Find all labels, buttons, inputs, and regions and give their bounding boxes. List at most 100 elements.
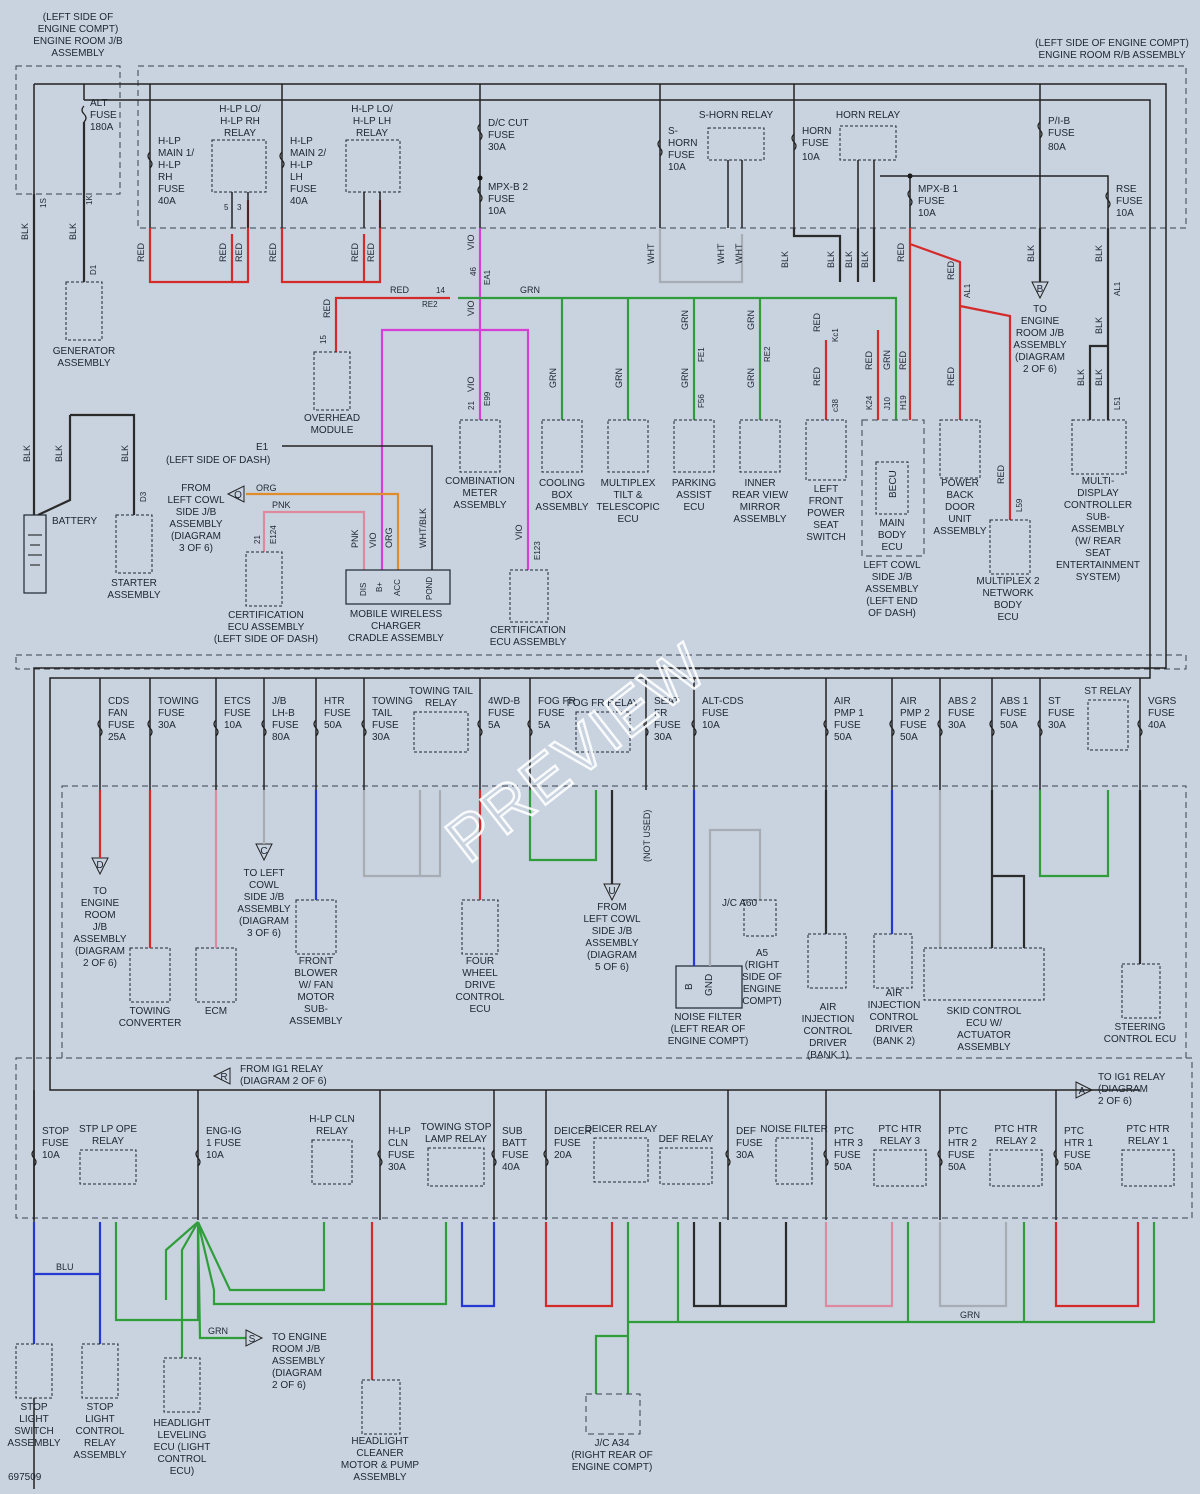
svg-text:GND: GND (704, 974, 715, 996)
svg-text:3 OF 6): 3 OF 6) (179, 543, 213, 554)
svg-text:5: 5 (224, 203, 229, 212)
svg-text:SEAT: SEAT (1085, 548, 1110, 559)
svg-text:FUSE: FUSE (488, 194, 515, 205)
svg-text:METER: METER (463, 488, 498, 499)
svg-text:FUSE: FUSE (290, 184, 317, 195)
svg-text:TO: TO (93, 886, 107, 897)
fuse-label: FUSE (654, 720, 681, 731)
fuse-label: FR (654, 708, 667, 719)
fuse-label: 50A (324, 720, 342, 731)
svg-text:E124: E124 (269, 525, 278, 544)
svg-text:H19: H19 (899, 395, 908, 410)
svg-text:ECM: ECM (205, 1006, 227, 1017)
svg-text:ASSEMBLY: ASSEMBLY (1013, 340, 1066, 351)
fuse-label: TOWING (372, 696, 413, 707)
fuse-label: TOWING (158, 696, 199, 707)
mid-row-fuses: CDSFANFUSE25ATOWINGFUSE30AETCSFUSE10AJ/B… (97, 678, 1177, 790)
fuse-label: VGRS (1148, 696, 1177, 707)
relay-box (659, 1147, 713, 1185)
fuse-label: 40A (502, 1162, 520, 1173)
svg-text:RED: RED (896, 242, 906, 262)
preview-watermark: PREVIEW (432, 629, 720, 876)
relay-label: NOISE FILTER (760, 1124, 828, 1135)
relay-label: ST RELAY (1084, 686, 1132, 697)
svg-text:J10: J10 (883, 397, 892, 410)
svg-text:ENGINE COMPT): ENGINE COMPT) (572, 1462, 653, 1473)
svg-text:BLK: BLK (1094, 369, 1104, 386)
svg-text:W/ FAN: W/ FAN (299, 980, 333, 991)
fuse-label: FUSE (108, 720, 135, 731)
relay-label: FOG FR RELAY (567, 698, 640, 709)
generator-label-1: GENERATOR (53, 346, 115, 357)
svg-text:ASSEMBLY: ASSEMBLY (169, 519, 222, 530)
svg-text:RED: RED (322, 298, 332, 318)
svg-text:RED: RED (898, 350, 908, 370)
svg-text:LEFT: LEFT (814, 484, 838, 495)
svg-text:RED: RED (390, 285, 410, 295)
fuse-label: HTR 1 (1064, 1138, 1093, 1149)
svg-text:A: A (1079, 1086, 1086, 1097)
erjb-left-title-2: ENGINE COMPT) (38, 24, 119, 35)
fuse-label: 30A (948, 720, 966, 731)
svg-text:AIR: AIR (820, 1002, 837, 1013)
fuse-label: AIR (900, 696, 917, 707)
fuse-label: 5A (538, 720, 551, 731)
svg-text:LEFT COWL: LEFT COWL (863, 560, 920, 571)
towing-converter (129, 947, 171, 1003)
svg-text:21: 21 (467, 401, 476, 410)
battery (23, 514, 47, 594)
s-horn-fuse: S- HORN FUSE 10A (657, 84, 697, 228)
svg-text:TO: TO (1033, 304, 1047, 315)
svg-text:(NOT USED): (NOT USED) (642, 810, 652, 862)
svg-text:COMPT): COMPT) (742, 996, 781, 1007)
relay-label: PTC HTR (994, 1124, 1037, 1135)
svg-text:2 OF 6): 2 OF 6) (1023, 364, 1057, 375)
fuse-label: FUSE (158, 708, 185, 719)
svg-text:DRIVER: DRIVER (875, 1024, 913, 1035)
multi-display-controller (1071, 419, 1127, 475)
svg-text:D1: D1 (89, 264, 98, 275)
svg-text:MPX-B 1: MPX-B 1 (918, 184, 958, 195)
relay-label: DEF RELAY (659, 1134, 714, 1145)
svg-text:ASSIST: ASSIST (676, 490, 712, 501)
fuse-label: FUSE (224, 708, 251, 719)
svg-text:ECU: ECU (997, 612, 1018, 623)
svg-text:STOP: STOP (86, 1402, 113, 1413)
relay-label: LAMP RELAY (425, 1134, 487, 1145)
svg-text:3: 3 (237, 203, 242, 212)
svg-text:FUSE: FUSE (488, 130, 515, 141)
fuse-label: ALT-CDS (702, 696, 744, 707)
relay-box (575, 711, 631, 753)
svg-text:RED: RED (218, 242, 228, 262)
fuse-label: 5A (488, 720, 501, 731)
svg-text:BACK: BACK (946, 490, 974, 501)
svg-text:TO LEFT: TO LEFT (244, 868, 285, 879)
fuse-label: STOP (42, 1126, 69, 1137)
svg-text:MAIN 1/: MAIN 1/ (158, 148, 194, 159)
relay-box (413, 711, 469, 753)
fuse-label: 10A (224, 720, 242, 731)
svg-text:15: 15 (319, 335, 328, 344)
svg-text:BLK: BLK (1094, 317, 1104, 334)
svg-text:ASSEMBLY: ASSEMBLY (957, 1042, 1010, 1053)
svg-text:GRN: GRN (208, 1326, 228, 1336)
multiplex-tilt-ecu (607, 419, 649, 473)
power-back-door (939, 419, 981, 479)
svg-text:SIDE J/B: SIDE J/B (592, 926, 633, 937)
mpx-b1-fuse: MPX-B 1 FUSE 10A (907, 173, 958, 228)
fuse-label: FUSE (324, 708, 351, 719)
svg-text:ALT: ALT (90, 98, 108, 109)
svg-text:(RIGHT: (RIGHT (745, 960, 779, 971)
svg-text:FRONT: FRONT (299, 956, 333, 967)
svg-text:DISPLAY: DISPLAY (1077, 488, 1119, 499)
fuse-label: PMP 2 (900, 708, 930, 719)
svg-text:BECU: BECU (888, 470, 899, 498)
svg-text:RH: RH (158, 172, 172, 183)
relay-box (311, 1139, 353, 1185)
pib-fuse: P/I-B FUSE 80A (1037, 84, 1075, 228)
